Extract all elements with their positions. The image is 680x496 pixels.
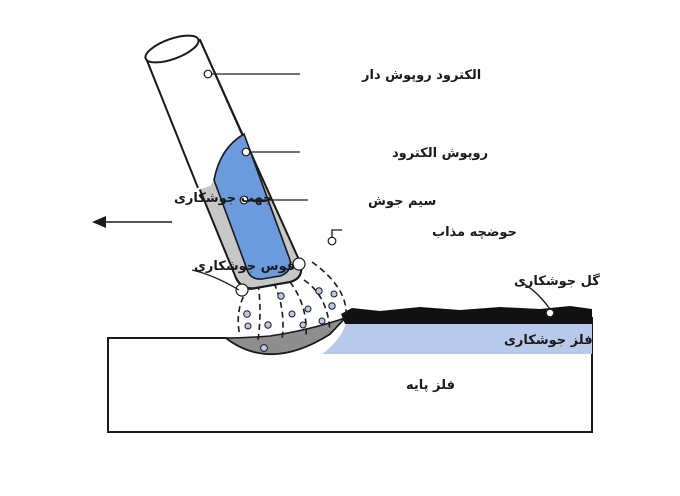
welding-wire-core xyxy=(213,132,292,280)
arc-droplets xyxy=(243,287,338,352)
weld-metal-band xyxy=(322,318,592,354)
leader-lines xyxy=(191,73,551,310)
direction-arrow xyxy=(92,216,172,228)
molten-pool-shape xyxy=(223,317,346,355)
label-welding-direction: جهت جوشکاری xyxy=(174,191,272,206)
label-electrode-coating: روپوش الکترود xyxy=(392,146,488,161)
label-welding-arc: قوس جوشکاری xyxy=(194,259,295,274)
label-slag: گل جوشکاری xyxy=(514,273,600,289)
slag-layer xyxy=(341,306,592,324)
label-coated-electrode: الکترود روپوش دار xyxy=(361,68,481,83)
electrode-top-end xyxy=(144,34,200,64)
label-base-metal: فلز پایه xyxy=(406,378,455,393)
label-welding-wire: سیم جوش xyxy=(368,194,436,209)
label-molten-pool: حوضچه مذاب xyxy=(432,225,517,240)
label-weld-metal: فلز جوشکاری xyxy=(504,333,593,348)
